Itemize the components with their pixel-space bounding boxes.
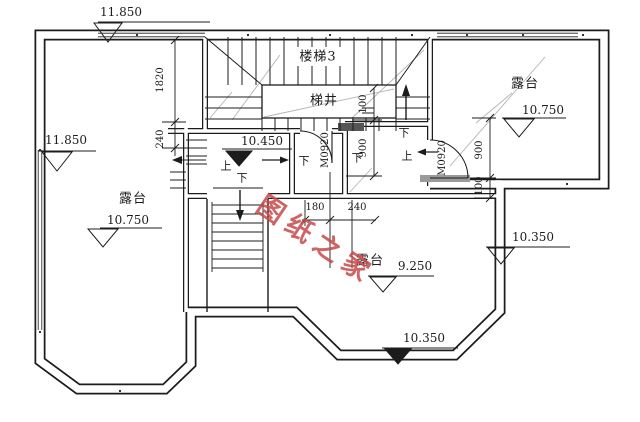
side-steps xyxy=(170,139,263,189)
dimension-lines xyxy=(162,35,496,268)
stair-label: 楼梯3 xyxy=(299,49,337,65)
door-left xyxy=(299,130,333,164)
elevation-label-right: 10.350 xyxy=(512,230,554,244)
elevation-label-bottom: 10.350 xyxy=(403,331,445,345)
elevation-markers xyxy=(38,21,570,365)
down-arrow xyxy=(236,190,244,221)
door-right xyxy=(429,139,469,179)
dimension-180-bottom: 180 xyxy=(305,202,325,213)
terrace-right-level: 10.750 xyxy=(522,103,564,117)
elevation-label-landing: 10.450 xyxy=(241,134,283,148)
stairwell-label: 梯井 xyxy=(309,93,339,109)
direction-down-label: 下 xyxy=(236,171,248,185)
staircase xyxy=(204,36,431,131)
dimension-100-right: 100 xyxy=(474,176,485,196)
dimension-900-right: 900 xyxy=(474,140,485,160)
direction-down-label: 下 xyxy=(351,151,363,165)
wall-stub xyxy=(338,123,364,131)
door-arrow xyxy=(417,148,438,156)
right-arrow xyxy=(262,156,289,164)
elevation-label-roof-top: 11.850 xyxy=(100,5,142,19)
direction-up-label: 上 xyxy=(401,149,413,163)
terrace-left-label: 露台 xyxy=(118,191,148,207)
door-label-right: M0920 xyxy=(437,140,448,176)
door-label-left: M0920 xyxy=(320,132,331,168)
terrace-right-label: 露台 xyxy=(510,76,540,92)
dimension-100-mid: 100 xyxy=(358,94,369,114)
terrace-bottom-label: 露台 xyxy=(355,253,385,269)
wall-marks xyxy=(38,33,585,393)
terrace-bottom-level: 9.250 xyxy=(397,259,433,273)
terrace-left-level: 10.750 xyxy=(107,213,149,227)
dimension-1820: 1820 xyxy=(155,67,166,93)
dimension-240-bottom: 240 xyxy=(347,202,367,213)
direction-down-label: 下 xyxy=(298,154,310,168)
dimension-240: 240 xyxy=(155,129,166,149)
hatch-lines xyxy=(209,49,546,193)
direction-up-label: 上 xyxy=(220,159,232,173)
elevation-label-roof-left: 11.850 xyxy=(45,133,87,147)
up-arrow xyxy=(402,84,410,120)
direction-down-label: 下 xyxy=(398,126,410,140)
